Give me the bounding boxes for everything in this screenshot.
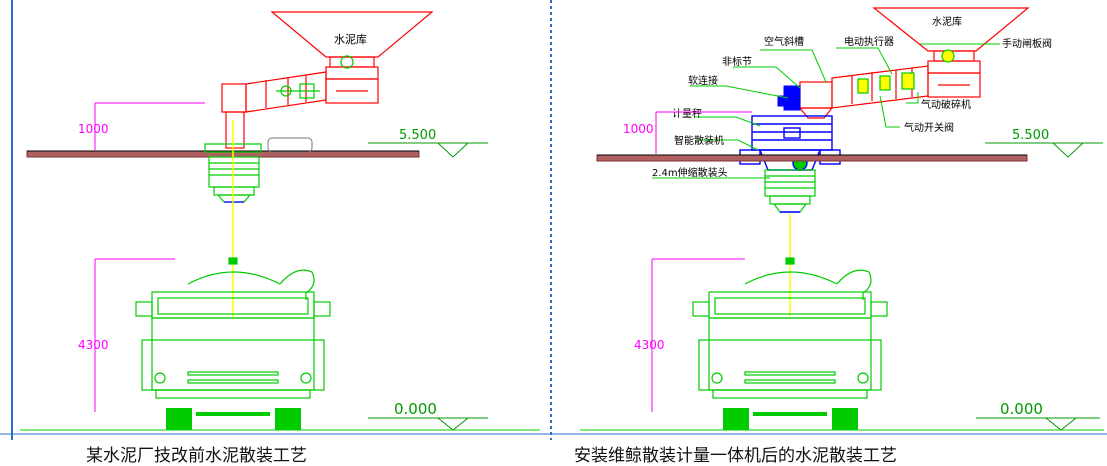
label-crusher: 气动破碎机: [921, 98, 971, 111]
right-dim-truck: [651, 258, 745, 412]
label-manual-gate: 手动闸板阀: [1002, 37, 1052, 50]
right-level-ground-label: 0.000: [1000, 400, 1043, 418]
left-truck: [135, 257, 331, 399]
left-valve-wheel: [340, 55, 354, 69]
label-scale: 计量秤: [672, 107, 702, 120]
label-loader: 智能散装机: [674, 134, 724, 147]
right-dim-feed-label: 1000: [623, 122, 654, 136]
right-air-slide-fittings: [857, 72, 915, 94]
label-soft-joint: 软连接: [688, 74, 718, 87]
left-caption: 某水泥厂技改前水泥散装工艺: [86, 446, 307, 466]
right-valve-wheel: [941, 49, 955, 63]
right-level-top: [985, 142, 1103, 158]
right-dim-truck-label: 4300: [634, 338, 665, 352]
left-dim-feed-label: 1000: [78, 122, 109, 136]
left-hopper: [270, 11, 434, 104]
right-leader-lines: [652, 43, 1000, 179]
label-nonstandard: 非标节: [722, 56, 752, 68]
left-hopper-label: 水泥库: [334, 33, 367, 46]
right-floor-slab: [596, 154, 1028, 162]
right-truck: [692, 257, 888, 399]
left-chute-fittings: [276, 83, 320, 99]
left-dim-truck-label: 4300: [78, 338, 109, 352]
right-truck-wheels: [723, 408, 858, 430]
right-panel: 水泥库: [580, 7, 1104, 431]
left-level-ground: [368, 417, 488, 431]
left-dim-feed: [94, 102, 205, 150]
left-level-top-label: 5.500: [399, 128, 436, 143]
label-actuator: 电动执行器: [844, 35, 894, 48]
right-telescopic-head: [764, 169, 816, 213]
right-level-ground: [976, 417, 1100, 431]
right-level-top-label: 5.500: [1012, 128, 1049, 143]
left-dim-truck: [94, 258, 175, 412]
label-telescopic: 2.4m伸缩散装头: [652, 166, 728, 179]
label-air-slide: 空气斜槽: [764, 35, 804, 48]
left-level-ground-label: 0.000: [394, 400, 437, 418]
left-roof-box: [267, 137, 313, 153]
right-soft-joint: [777, 85, 801, 111]
left-level-top: [368, 142, 488, 158]
right-nonstandard-section: [798, 81, 834, 119]
left-panel: 水泥库: [20, 11, 540, 431]
right-dim-feed: [655, 111, 752, 154]
label-switch-valve: 气动开关阀: [904, 121, 954, 134]
right-caption: 安装维鲸散装计量一体机后的水泥散装工艺: [574, 446, 897, 466]
left-truck-wheels: [166, 408, 301, 430]
right-hopper-label: 水泥库: [932, 15, 962, 28]
